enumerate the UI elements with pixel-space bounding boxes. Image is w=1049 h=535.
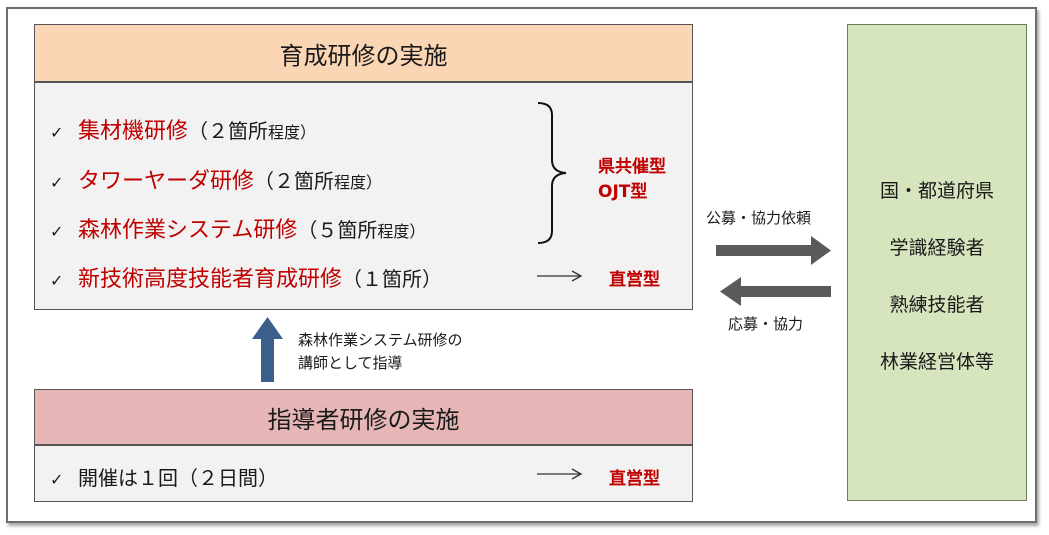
training-header: 育成研修の実施 [34, 24, 693, 82]
stakeholder-item: 国・都道府県 [879, 180, 994, 202]
stakeholder-item: 学識経験者 [889, 237, 985, 259]
training-item-detail: （２箇所 [188, 119, 269, 143]
grouping-brace [537, 102, 567, 244]
training-item-suffix: 程度） [334, 173, 383, 192]
instructor-header: 指導者研修の実施 [34, 389, 693, 445]
training-item-suffix: 程度） [377, 222, 426, 241]
stakeholder-item: 林業経営体等 [879, 351, 994, 373]
check-icon: ✓ [50, 173, 64, 192]
up-arrow-label-line2: 講師として指導 [298, 354, 403, 372]
right-arrow [716, 236, 831, 265]
training-item-4: ✓ 新技術高度技能者育成研修 （１箇所） [50, 261, 442, 293]
up-arrow [252, 317, 283, 382]
training-item-3: ✓ 森林作業システム研修 （５箇所 程度） [50, 212, 425, 244]
training-item-name: 集材機研修 [78, 119, 189, 144]
left-arrow [720, 277, 831, 306]
training-item-name: タワーヤーダ研修 [78, 169, 255, 194]
training-item-name: 森林作業システム研修 [78, 218, 298, 243]
training-item-suffix: 程度） [268, 123, 317, 142]
training-item-detail: （１箇所） [342, 267, 443, 291]
training-item-detail: （５箇所 [297, 218, 378, 242]
arrow-to-direct-training [537, 270, 583, 282]
training-item-name: 新技術高度技能者育成研修 [78, 267, 343, 292]
training-body [34, 82, 693, 310]
training-item-detail: （２箇所 [254, 169, 335, 193]
arrow-to-direct-instructor [537, 468, 583, 480]
training-item-2: ✓ タワーヤーダ研修 （２箇所 程度） [50, 163, 382, 195]
direct-tag-instructor: 直営型 [609, 469, 660, 489]
check-icon: ✓ [50, 222, 64, 241]
stakeholder-item: 熟練技能者 [889, 294, 985, 316]
instructor-body [34, 445, 693, 502]
check-icon: ✓ [50, 470, 64, 489]
arrow-right-label: 公募・協力依頼 [706, 209, 812, 227]
pref-tag-line1: 県共催型 [598, 157, 666, 177]
pref-tag-line2: OJT型 [598, 182, 648, 202]
training-item-1: ✓ 集材機研修 （２箇所 程度） [50, 113, 316, 145]
instructor-item-text: 開催は１回（２日間） [78, 466, 278, 490]
direct-tag-training: 直営型 [609, 270, 660, 290]
check-icon: ✓ [50, 123, 64, 142]
instructor-title: 指導者研修の実施 [267, 405, 460, 434]
training-title: 育成研修の実施 [279, 41, 448, 70]
stakeholder-box [847, 24, 1027, 501]
instructor-item: ✓ 開催は１回（２日間） [50, 462, 278, 491]
check-icon: ✓ [50, 271, 64, 290]
arrow-left-label: 応募・協力 [728, 315, 804, 333]
up-arrow-label-line1: 森林作業システム研修の [298, 331, 463, 349]
